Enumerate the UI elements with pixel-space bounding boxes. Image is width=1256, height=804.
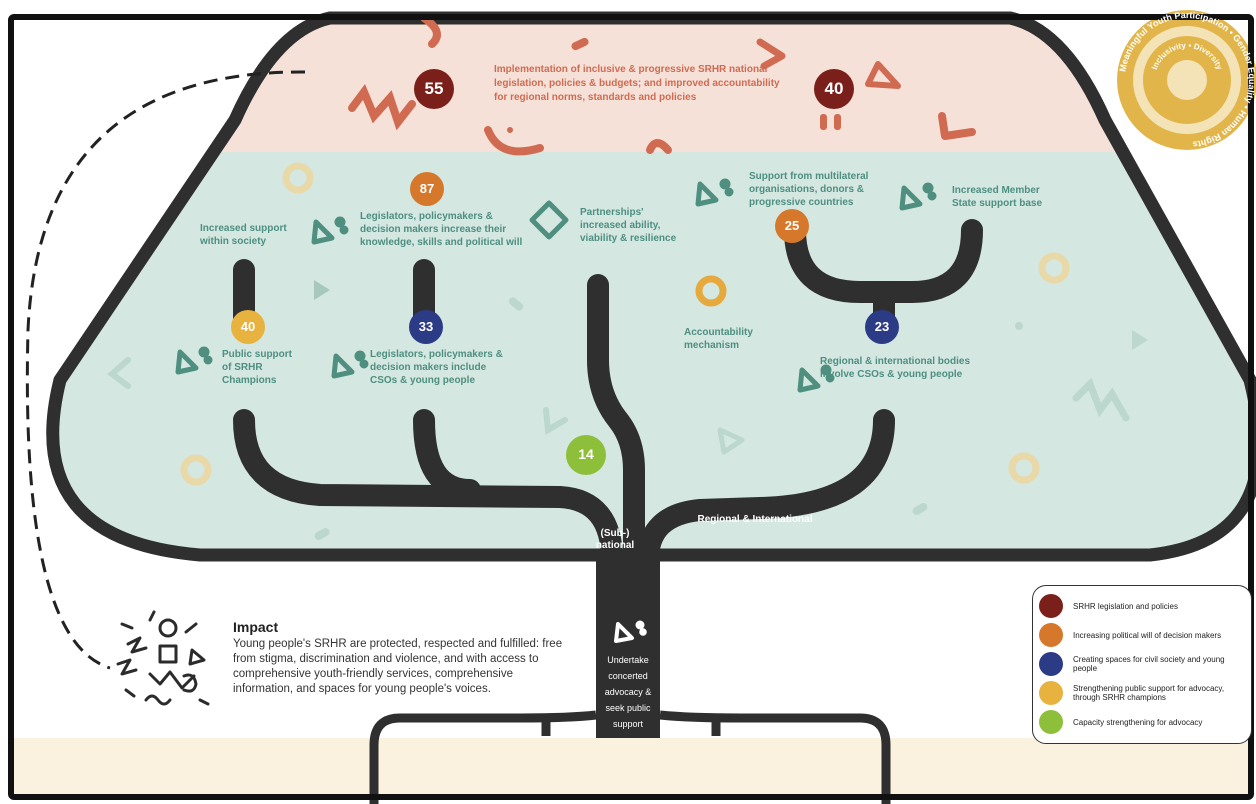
megaphone-icon xyxy=(797,364,835,393)
dashed-impact-connector xyxy=(25,70,306,670)
badge-55: 55 xyxy=(424,79,444,98)
legend-label: Strengthening public support for advocac… xyxy=(1073,684,1225,702)
legend: SRHR legislation and policies Increasing… xyxy=(1032,585,1252,744)
legend-item: SRHR legislation and policies xyxy=(1039,594,1241,618)
legend-swatch xyxy=(1039,681,1063,705)
megaphone-icon xyxy=(175,346,213,375)
diamond-icon xyxy=(529,200,569,240)
node-regional-bodies: Regional & international bodies involve … xyxy=(820,356,971,380)
megaphone-icon xyxy=(695,178,734,207)
megaphone-icon xyxy=(331,350,369,379)
badge-25: 25 xyxy=(784,218,800,233)
node-legislators-knowledge: Legislators, policymakers & decision mak… xyxy=(360,211,523,248)
node-partnerships: Partnerships' increased ability, viabili… xyxy=(580,207,677,244)
impact-icon xyxy=(116,610,210,706)
badge-33: 33 xyxy=(418,319,434,334)
badge-87: 87 xyxy=(419,181,435,196)
trunk-advocacy-text: Undertake concerted advocacy & seek publ… xyxy=(604,655,652,729)
ground-band xyxy=(14,738,1250,798)
badge-33-circle xyxy=(409,310,443,344)
node-increased-support-society: Increased support within society xyxy=(200,223,287,247)
advocacy-icons xyxy=(175,178,937,393)
node-member-state-support: Increased Member State support base xyxy=(952,185,1043,209)
branch-label-regional: Regional & International xyxy=(697,514,813,525)
badge-25-circle xyxy=(775,209,809,243)
badge-14-circle xyxy=(566,435,606,475)
badge-55-circle xyxy=(414,69,454,109)
badge-14: 14 xyxy=(578,446,594,462)
megaphone-icon xyxy=(899,182,937,211)
legend-item: Creating spaces for civil society and yo… xyxy=(1039,652,1241,676)
legend-label: Increasing political will of decision ma… xyxy=(1073,630,1222,640)
badge-40-top: 40 xyxy=(824,79,844,98)
legend-swatch xyxy=(1039,623,1063,647)
badge-40: 40 xyxy=(240,319,256,334)
legend-swatch xyxy=(1039,710,1063,734)
legend-item: Increasing political will of decision ma… xyxy=(1039,623,1241,647)
node-multilateral-support: Support from multilateral organisations,… xyxy=(749,171,869,208)
badge-23: 23 xyxy=(874,319,890,334)
tree-roots xyxy=(369,710,891,804)
badge-40-top-circle xyxy=(814,69,854,109)
branch-label-sub-national: (Sub-) national xyxy=(595,528,635,551)
legend-label: SRHR legislation and policies xyxy=(1073,601,1178,611)
megaphone-icon xyxy=(311,216,349,245)
legend-item: Capacity strengthening for advocacy xyxy=(1039,710,1241,734)
values-seal xyxy=(1117,10,1256,150)
node-accountability: Accountability mechanism xyxy=(684,327,753,351)
legend-item: Strengthening public support for advocac… xyxy=(1039,681,1241,705)
tree-trunk xyxy=(596,550,660,738)
badge-87-circle xyxy=(410,172,444,206)
node-public-support-champions: Public support of SRHR Champions xyxy=(222,349,292,386)
crown-outline xyxy=(46,11,1256,562)
trunk-megaphone-icon xyxy=(614,620,647,643)
impact-title: Impact xyxy=(233,619,279,635)
badge-23-circle xyxy=(865,310,899,344)
impact-body: Young people's SRHR are protected, respe… xyxy=(233,638,563,695)
image-frame xyxy=(8,14,1254,800)
legend-swatch xyxy=(1039,652,1063,676)
legend-label: Creating spaces for civil society and yo… xyxy=(1073,655,1225,673)
legend-label: Capacity strengthening for advocacy xyxy=(1073,717,1203,727)
top-outcome-text: Implementation of inclusive & progressiv… xyxy=(494,64,780,103)
decorative-shapes xyxy=(107,14,1148,540)
node-legislators-include: Legislators, policymakers & decision mak… xyxy=(370,349,503,386)
badge-40-circle xyxy=(231,310,265,344)
number-badges xyxy=(231,69,899,475)
legend-swatch xyxy=(1039,594,1063,618)
